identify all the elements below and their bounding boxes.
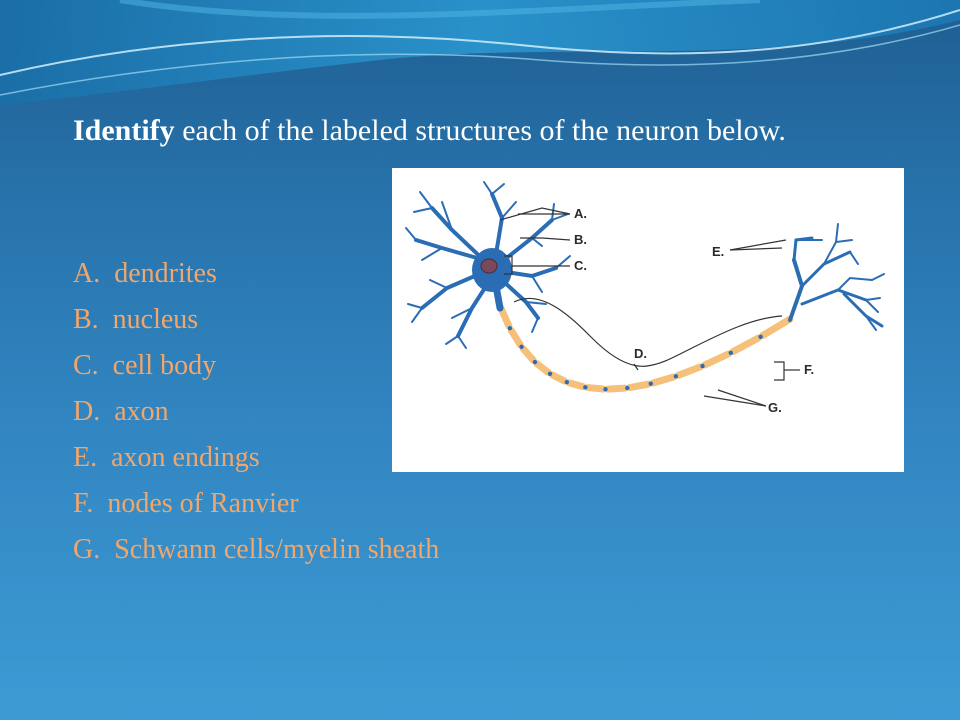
neuron-diagram-panel: A. B. C. D. E. F. G. [392, 168, 904, 472]
node-of-ranvier [758, 334, 763, 339]
axon-outline [513, 297, 783, 367]
myelin-segment [759, 315, 794, 340]
nucleus-icon [480, 258, 498, 274]
wave-header-decoration [0, 0, 960, 105]
prompt-rest: each of the labeled structures of the ne… [174, 114, 786, 147]
node-of-ranvier [547, 371, 553, 377]
node-of-ranvier [583, 385, 588, 390]
answer-list: A. dendrites B. nucleus C. cell body D. … [73, 251, 439, 573]
answer-c: C. cell body [73, 350, 217, 381]
node-of-ranvier [700, 363, 705, 369]
label-b: B. [574, 232, 587, 247]
axon-endings [788, 223, 885, 331]
node-of-ranvier [507, 326, 513, 331]
node-of-ranvier [673, 374, 679, 379]
label-e: E. [712, 244, 724, 259]
myelin-segment [497, 304, 513, 330]
label-a: A. [574, 206, 587, 221]
label-g: G. [768, 400, 782, 415]
prompt-bold-word: Identify [73, 114, 175, 147]
myelin-segment [548, 371, 569, 385]
label-d: D. [634, 346, 647, 361]
myelin-segment [519, 345, 537, 364]
node-of-ranvier [519, 344, 524, 350]
myelin-segment [565, 379, 587, 391]
myelin-sheath [497, 304, 794, 393]
myelin-segment [533, 360, 552, 376]
myelin-segment [507, 326, 524, 349]
myelin-segment [729, 334, 762, 356]
answer-g: G. Schwann cells/myelin sheath [73, 534, 440, 565]
node-of-ranvier [625, 385, 630, 391]
answer-f: F. nodes of Ranvier [73, 488, 299, 519]
node-of-ranvier [603, 387, 608, 392]
node-of-ranvier [728, 350, 733, 356]
node-of-ranvier [532, 359, 538, 365]
answer-e: E. axon endings [73, 442, 260, 473]
myelin-segment [626, 380, 652, 392]
node-of-ranvier [564, 380, 570, 385]
neuron-diagram: A. B. C. D. E. F. G. [405, 181, 885, 415]
pointer-lines [499, 207, 800, 407]
answer-d: D. axon [73, 396, 169, 427]
label-f: F. [804, 362, 814, 377]
prompt-text: Identify each of the labeled structures … [73, 112, 883, 150]
label-c: C. [574, 258, 587, 273]
myelin-segment [604, 384, 629, 393]
myelin-segment [584, 384, 607, 393]
node-of-ranvier [648, 381, 653, 386]
myelin-segment [649, 373, 677, 387]
myelin-segment [674, 363, 704, 379]
answer-a: A. dendrites [73, 258, 217, 289]
answer-b: B. nucleus [73, 304, 199, 335]
myelin-segment [701, 350, 733, 369]
